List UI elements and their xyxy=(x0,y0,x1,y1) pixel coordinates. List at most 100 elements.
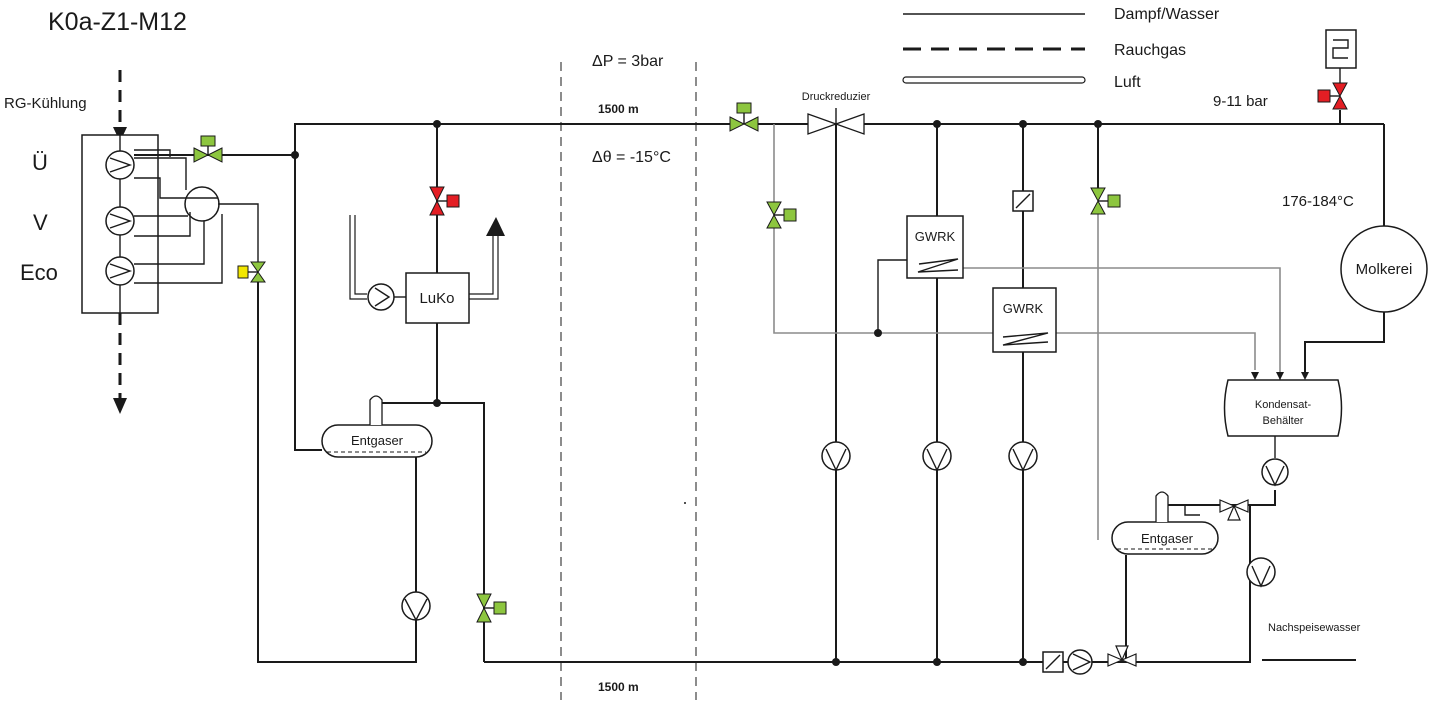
consumer-molkerei xyxy=(1340,225,1428,313)
condensate-tank xyxy=(1223,379,1343,437)
air-outlet-arrow xyxy=(486,217,505,236)
consumer-temperature-label: 176-184°C xyxy=(1282,193,1354,210)
economizer-to-drum-pipe xyxy=(134,221,205,265)
deaerator-left-dome xyxy=(369,395,383,425)
branch-pump-1 xyxy=(821,441,851,471)
evaporator-label: V xyxy=(33,210,48,235)
process-lines xyxy=(134,110,1385,663)
junction-dot xyxy=(1019,120,1027,128)
three-way-valves xyxy=(1107,499,1249,667)
economizer-label: Eco xyxy=(20,260,58,285)
air-inlet-duct-outer xyxy=(349,215,367,300)
pressure-reducer-group: Druckreduzier xyxy=(802,91,871,135)
molkerei-inlet-valve[interactable] xyxy=(1317,82,1348,110)
economizer-heat-exchanger xyxy=(105,256,135,286)
drum-to-evaporator-pipe xyxy=(134,177,186,199)
junction-dot xyxy=(291,151,299,159)
condensate-tank-group: Kondensat- Behälter xyxy=(1223,372,1343,487)
pressure-reducer-left xyxy=(807,113,838,135)
diagram-title: K0a-Z1-M12 xyxy=(48,8,187,36)
temperature-drop-label: Δθ = -15°C xyxy=(592,149,671,166)
deaerator-right-group: Entgaser xyxy=(1111,491,1219,555)
return-length-label: 1500 m xyxy=(598,680,639,694)
luko-label: LuKo xyxy=(419,290,454,307)
feed-pump-left-group xyxy=(401,591,431,622)
junction-dot xyxy=(433,399,441,407)
feed-pump-left xyxy=(401,591,431,621)
mixing-valve-upper-bottom xyxy=(1227,504,1241,521)
rg-cooling-label: RG-Kühlung xyxy=(4,95,87,112)
heat-recovery-1-coil-icon xyxy=(917,258,959,273)
evaporator-heat-exchanger xyxy=(105,206,135,236)
mixing-valve-lower-left xyxy=(1107,653,1124,667)
makeup-water-line xyxy=(1135,505,1251,663)
steam-supply-line xyxy=(294,123,732,155)
luko-inlet-valve[interactable] xyxy=(429,186,460,216)
district-heating-network: ΔP = 3bar 1500 m Δθ = -15°C 1500 m xyxy=(560,53,697,700)
legend-label-flue-gas: Rauchgas xyxy=(1114,42,1186,59)
air-inlet-duct-inner xyxy=(354,215,367,295)
boiler-outlet-valve[interactable] xyxy=(193,135,223,163)
condensate-tank-label-line1: Kondensat- xyxy=(1255,399,1312,411)
supply-length-label: 1500 m xyxy=(598,102,639,116)
heat-recovery-2-label: GWRK xyxy=(1003,301,1044,316)
economizer-coil-icon xyxy=(109,263,133,279)
legend-line-air xyxy=(902,76,1086,84)
makeup-pump-icon xyxy=(1251,565,1271,588)
consumer-pressure-label: 9-11 bar xyxy=(1213,93,1268,110)
heat-recovery-1 xyxy=(906,215,964,279)
boiler-section: RG-Kühlung Ü V Eco xyxy=(4,70,259,414)
steam-trap-icon xyxy=(1332,39,1349,59)
luko-box xyxy=(405,272,470,324)
mixing-valve-upper-right xyxy=(1232,499,1249,513)
deaerator-right-dome xyxy=(1155,491,1169,522)
strainer-icon xyxy=(1015,193,1031,209)
condensate-inlet-arrow-1 xyxy=(1251,372,1259,380)
feed-pump-left-icon xyxy=(404,598,428,622)
junction-dot xyxy=(874,329,882,337)
air-outlet-duct-inner xyxy=(469,234,499,300)
feedwater-line xyxy=(257,282,417,663)
return-strainer-icon xyxy=(1045,654,1061,670)
junction-dot xyxy=(433,120,441,128)
steam-trap xyxy=(1325,29,1357,69)
return-line-valve[interactable] xyxy=(476,593,507,623)
junction-dot xyxy=(832,658,840,666)
valves xyxy=(193,82,1348,623)
gwrk-drain-line-1 xyxy=(877,259,910,333)
evaporator-coil-icon xyxy=(109,213,133,229)
condensate-inlet-arrow-3 xyxy=(1301,372,1309,380)
stray-mark xyxy=(684,502,686,504)
heat-recovery-2-group: GWRK xyxy=(992,287,1057,353)
mixing-valve-lower-top xyxy=(1115,645,1129,662)
drain-valve[interactable] xyxy=(766,201,797,229)
return-feed-line xyxy=(380,402,485,662)
feedwater-control-valve[interactable] xyxy=(237,261,266,283)
branch-pumps xyxy=(821,441,1038,472)
heat-recovery-2 xyxy=(992,287,1057,353)
deaerator-left-label: Entgaser xyxy=(351,433,404,448)
pressure-reducer-label: Druckreduzier xyxy=(802,91,871,103)
junction-dot xyxy=(1094,120,1102,128)
heat-recovery-1-label: GWRK xyxy=(915,229,956,244)
feedwater-to-economizer-pipe xyxy=(218,203,259,262)
condensate-return-line xyxy=(1160,490,1276,506)
air-cooler: LuKo xyxy=(349,215,505,324)
branch-4-valve[interactable] xyxy=(1090,187,1121,215)
network-inlet-valve[interactable] xyxy=(729,102,759,132)
air-outlet-duct-outer xyxy=(469,234,494,295)
makeup-water-group: Nachspeisewasser xyxy=(1246,557,1361,634)
makeup-pump xyxy=(1246,557,1276,587)
heat-recovery-1-group: GWRK xyxy=(906,215,964,279)
branch-pump-3 xyxy=(1008,441,1038,471)
condensate-pump-icon xyxy=(1265,465,1285,487)
junction-dot xyxy=(933,120,941,128)
flue-gas-outlet-arrow xyxy=(113,398,127,414)
deaerator-steam-line xyxy=(294,155,322,451)
mixing-valve-upper-left xyxy=(1219,499,1236,513)
branch-pump-2 xyxy=(922,441,952,471)
air-fan-icon xyxy=(374,287,391,307)
consumer-group: Molkerei 9-11 bar 176-184°C xyxy=(1213,29,1428,313)
condensate-tank-label-line2: Behälter xyxy=(1263,415,1304,427)
